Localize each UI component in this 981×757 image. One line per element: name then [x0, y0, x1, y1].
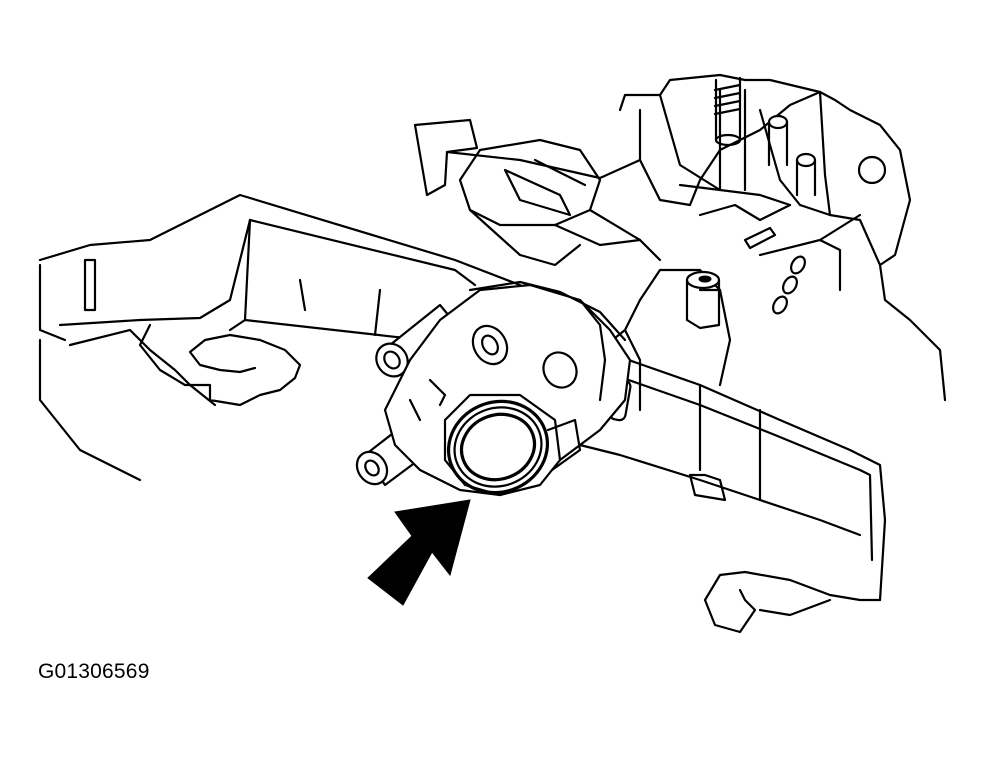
right-hook — [703, 570, 882, 634]
hook-slot — [138, 323, 302, 407]
figure-code: G01306569 — [38, 660, 150, 683]
bearing — [443, 393, 582, 497]
mounting-bracket — [38, 193, 522, 482]
side-holes — [743, 213, 862, 315]
mounting-post — [685, 270, 721, 330]
lower-rail — [558, 268, 887, 602]
pin-detail — [767, 114, 817, 197]
pointer-arrow — [367, 499, 471, 606]
spring-detail — [713, 76, 742, 147]
slotted-arm — [458, 138, 662, 267]
upper-housing — [413, 73, 947, 402]
